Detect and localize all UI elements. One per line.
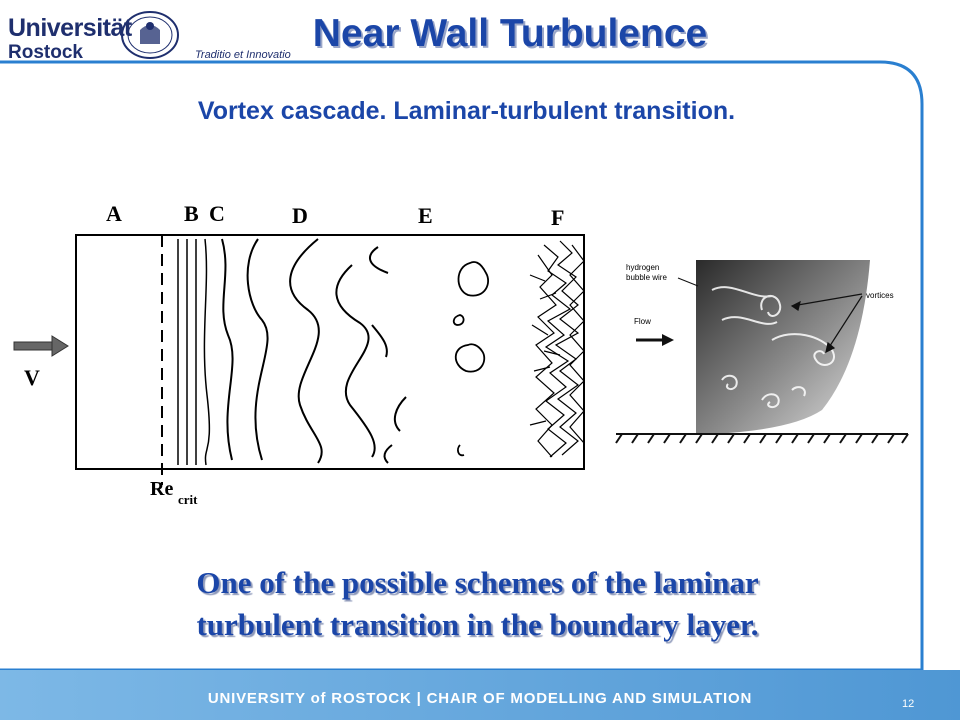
slide-subtitle: Vortex cascade. Laminar-turbulent transi… bbox=[197, 97, 736, 125]
slide-caption: One of the possible schemes of the lamin… bbox=[0, 562, 955, 646]
velocity-label: V bbox=[24, 365, 40, 390]
zone-d-waves bbox=[221, 238, 407, 464]
vortices-label: vortices bbox=[866, 291, 894, 300]
zone-label-b: B bbox=[184, 201, 199, 226]
re-critical-label: Re bbox=[150, 478, 173, 500]
footer-text: UNIVERSITY of ROSTOCK | CHAIR OF MODELLI… bbox=[207, 690, 753, 707]
logo-university-text: Universität bbox=[8, 14, 132, 42]
caption-line-2: turbulent transition in the boundary lay… bbox=[196, 607, 759, 642]
wire-label-line1: hydrogen bbox=[626, 263, 659, 272]
transition-schematic: A B C D E F V bbox=[13, 201, 585, 507]
logo-city-text: Rostock bbox=[8, 42, 83, 63]
caption-line-1: One of the possible schemes of the lamin… bbox=[196, 565, 759, 600]
flow-domain-box bbox=[75, 234, 585, 470]
university-logo[interactable]: Universität Rostock Traditio et Innovati… bbox=[8, 8, 291, 63]
zone-f-turbulence bbox=[529, 240, 585, 458]
wall-hatching bbox=[615, 433, 909, 444]
zone-label-a: A bbox=[106, 201, 122, 226]
flow-arrow-icon bbox=[636, 334, 674, 346]
logo-motto-text: Traditio et Innovatio bbox=[195, 49, 291, 61]
page-number: 12 bbox=[902, 698, 915, 710]
velocity-arrow-icon bbox=[13, 335, 69, 357]
university-seal-icon bbox=[121, 11, 179, 59]
wire-label-line2: bubble wire bbox=[626, 273, 667, 282]
flow-label: Flow bbox=[634, 317, 651, 326]
zone-label-d: D bbox=[292, 203, 308, 228]
re-critical-subscript: crit bbox=[178, 492, 198, 507]
zone-label-e: E bbox=[418, 203, 433, 228]
zone-label-f: F bbox=[551, 205, 564, 230]
slide-title: Near Wall Turbulence bbox=[312, 12, 708, 55]
vortex-photo: hydrogen bubble wire Flow vortices bbox=[615, 260, 909, 444]
zone-b-waves bbox=[177, 238, 211, 466]
zone-e-eddies bbox=[452, 261, 490, 457]
zone-label-c: C bbox=[209, 201, 225, 226]
